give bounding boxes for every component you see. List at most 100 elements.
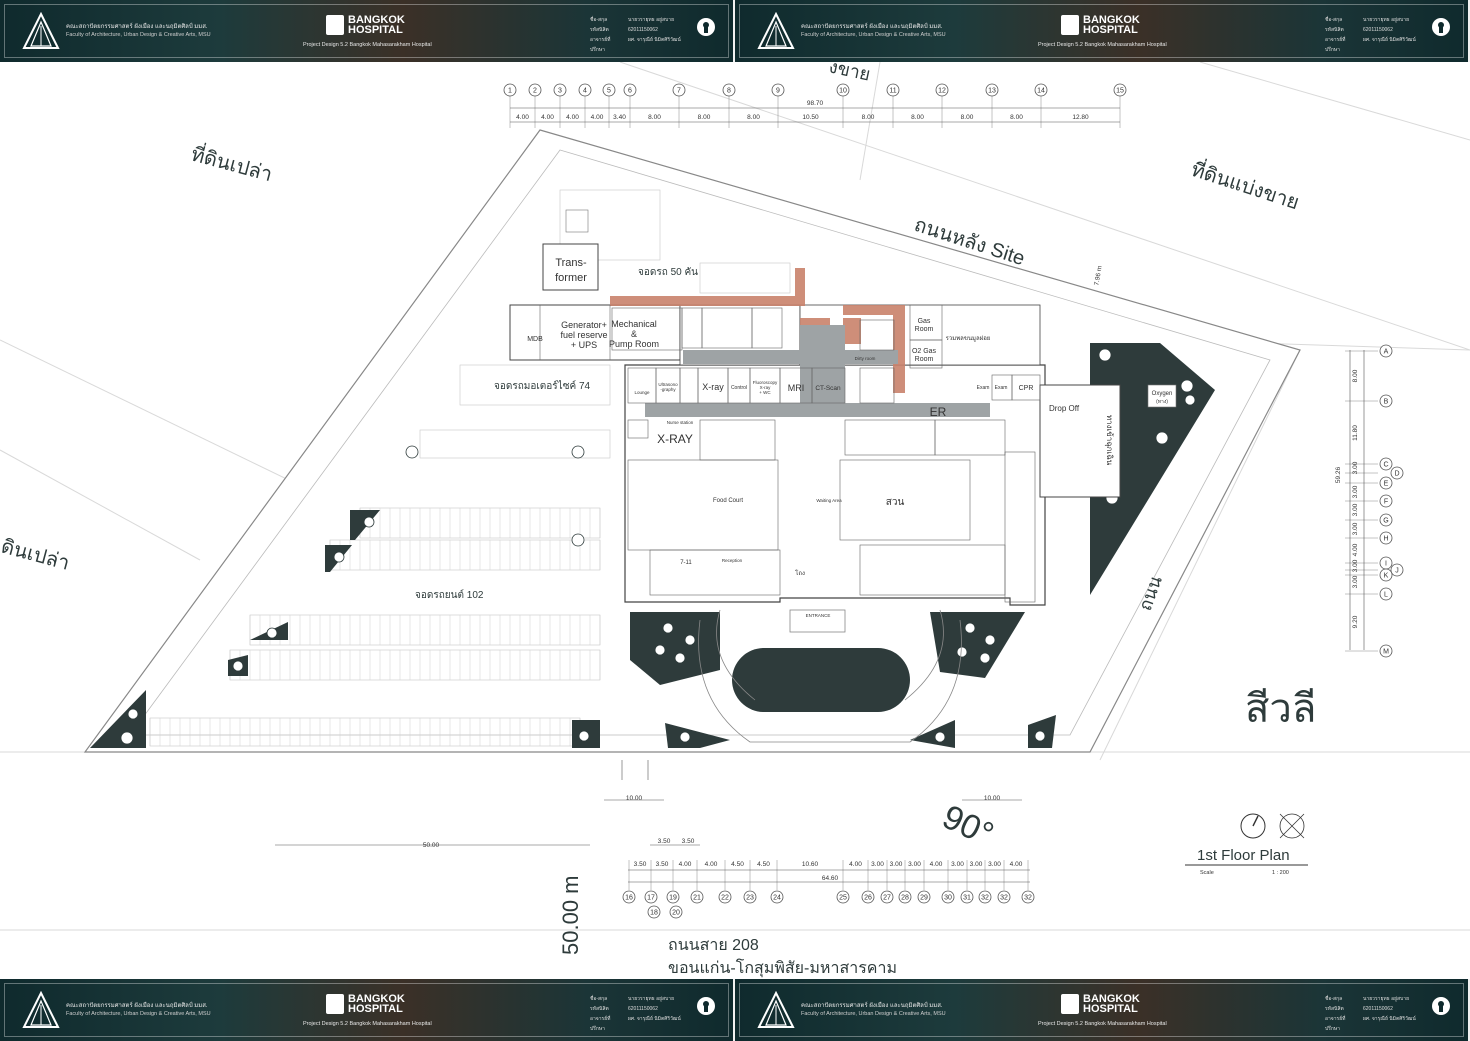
grid-top-12-circle — [935, 83, 949, 97]
room-garden: สวน — [886, 497, 905, 508]
grid-top-4-circle — [578, 83, 592, 97]
faculty-name-en: Faculty of Architecture, Urban Design & … — [66, 32, 211, 38]
room-waiting: Waiting Area — [816, 498, 842, 503]
grid-top-6-label: 6 — [628, 88, 632, 95]
grid-right-H-label: H — [1383, 536, 1388, 543]
grid-top-7-label: 7 — [677, 88, 681, 95]
dim-right-7: 4.00 — [1352, 543, 1359, 556]
room-mri: MRI — [788, 383, 805, 393]
grid-bottom-17-label: 32 — [1024, 895, 1032, 902]
room-lobby: โถง — [795, 569, 805, 577]
grid-bottom-1-circle — [622, 890, 636, 904]
north-key-icon — [1432, 18, 1450, 36]
grid-right-F-label: F — [1384, 499, 1388, 506]
grid-bottom-1-label: 16 — [625, 895, 633, 902]
grid-top-9-label: 9 — [776, 88, 780, 95]
svg-text:+ UPS: + UPS — [571, 340, 597, 350]
grid-bottom-extra-1-label: 18 — [650, 910, 658, 917]
label-vacant-w: ดินเปล่า — [0, 536, 72, 575]
faculty-logo-icon — [22, 991, 60, 1028]
hospital-logo-icon — [326, 994, 344, 1014]
dim-small-2: 3.50 — [682, 838, 695, 845]
legend-title: 1st Floor Plan — [1197, 847, 1290, 864]
grid-bottom-5-label: 22 — [721, 895, 729, 902]
dim-top-13: 8.00 — [1010, 114, 1023, 121]
dim-top-2: 4.00 — [541, 114, 554, 121]
label-sivali: สีวลี — [1245, 687, 1316, 731]
dim-bottom-9: 3.00 — [871, 861, 884, 868]
dim-top-4: 4.00 — [591, 114, 604, 121]
grid-top-8-label: 8 — [727, 88, 731, 95]
room-ultrasound: Ultrasono — [658, 382, 678, 387]
room-control: Control — [731, 385, 747, 391]
grid-right-E-circle — [1379, 476, 1393, 490]
grid-top-10-circle — [836, 83, 850, 97]
dim-bottom-total: 64.60 — [822, 875, 839, 882]
dim-top-10: 8.00 — [862, 114, 875, 121]
dim-bottom-12: 4.00 — [930, 861, 943, 868]
hospital-logo-icon — [1061, 994, 1079, 1014]
grid-top-6-circle — [623, 83, 637, 97]
grid-bottom-extra-2-label: 20 — [672, 910, 680, 917]
room-lounge: Lounge — [634, 390, 650, 395]
label-angle: 90° — [937, 798, 1000, 854]
grid-top-7-circle — [672, 83, 686, 97]
faculty-logo-icon — [22, 12, 60, 49]
dim-bottom-7: 10.60 — [802, 861, 819, 868]
header-banner-top: คณะสถาปัตยกรรมศาสตร์ ผังเมือง และนฤมิตศิ… — [0, 0, 1470, 62]
dim-bottom-5: 4.50 — [731, 861, 744, 868]
grid-bottom-16-circle — [997, 890, 1011, 904]
grid-bottom-9-label: 26 — [864, 895, 872, 902]
room-er: ER — [930, 405, 947, 419]
grid-top-14-label: 14 — [1037, 88, 1045, 95]
dim-top-5: 3.40 — [613, 114, 626, 121]
label-plot-top: งขาย — [827, 62, 872, 85]
room-generator: Generator+ — [561, 320, 607, 330]
north-key-icon — [697, 18, 715, 36]
grid-bottom-16-label: 32 — [1000, 895, 1008, 902]
faculty-name-en: Faculty of Architecture, Urban Design & … — [801, 1011, 946, 1017]
grid-right-M-label: M — [1383, 649, 1389, 656]
north-key-icon — [697, 997, 715, 1015]
grid-right-B-circle — [1379, 394, 1393, 408]
grid-right-E-label: E — [1384, 481, 1389, 488]
dim-bottom-3: 4.00 — [679, 861, 692, 868]
north-key-icon — [1432, 997, 1450, 1015]
dim-top-1: 4.00 — [516, 114, 529, 121]
room-ct-scan: CT-Scan — [815, 385, 841, 392]
faculty-name-en: Faculty of Architecture, Urban Design & … — [66, 1011, 211, 1017]
grid-bottom-8-circle — [836, 890, 850, 904]
grid-bottom-9-circle — [861, 890, 875, 904]
grid-bottom-11-label: 28 — [901, 895, 909, 902]
road-dimensions — [275, 760, 1022, 846]
dim-bottom-11: 3.00 — [908, 861, 921, 868]
grid-top-5-label: 5 — [607, 88, 611, 95]
room-cpr: CPR — [1019, 385, 1034, 392]
grid-bottom-13-circle — [941, 890, 955, 904]
grid-top-10-label: 10 — [839, 88, 847, 95]
grid-bottom-17-circle — [1021, 890, 1035, 904]
dim-right-1: 8.00 — [1352, 369, 1359, 382]
grid-bottom-14-label: 31 — [963, 895, 971, 902]
grid-right-A-label: A — [1384, 349, 1389, 356]
dim-bottom-8: 4.00 — [849, 861, 862, 868]
room-exam-1: Exam — [977, 385, 990, 391]
grid-bottom-2-label: 17 — [647, 895, 655, 902]
dim-bottom-4: 4.00 — [705, 861, 718, 868]
dim-top-12: 8.00 — [961, 114, 974, 121]
room-entrance: ENTRANCE — [806, 613, 831, 618]
grid-top-9-circle — [771, 83, 785, 97]
dim-top-7: 8.00 — [698, 114, 711, 121]
dim-bottom-2: 3.50 — [656, 861, 669, 868]
dim-right-8: 3.00 — [1352, 559, 1359, 572]
dim-top-6: 8.00 — [648, 114, 661, 121]
grid-right-J-label: J — [1395, 568, 1399, 575]
dim-top-3: 4.00 — [566, 114, 579, 121]
grid-right-L-label: L — [1384, 592, 1388, 599]
grid-right-G-circle — [1379, 513, 1393, 527]
